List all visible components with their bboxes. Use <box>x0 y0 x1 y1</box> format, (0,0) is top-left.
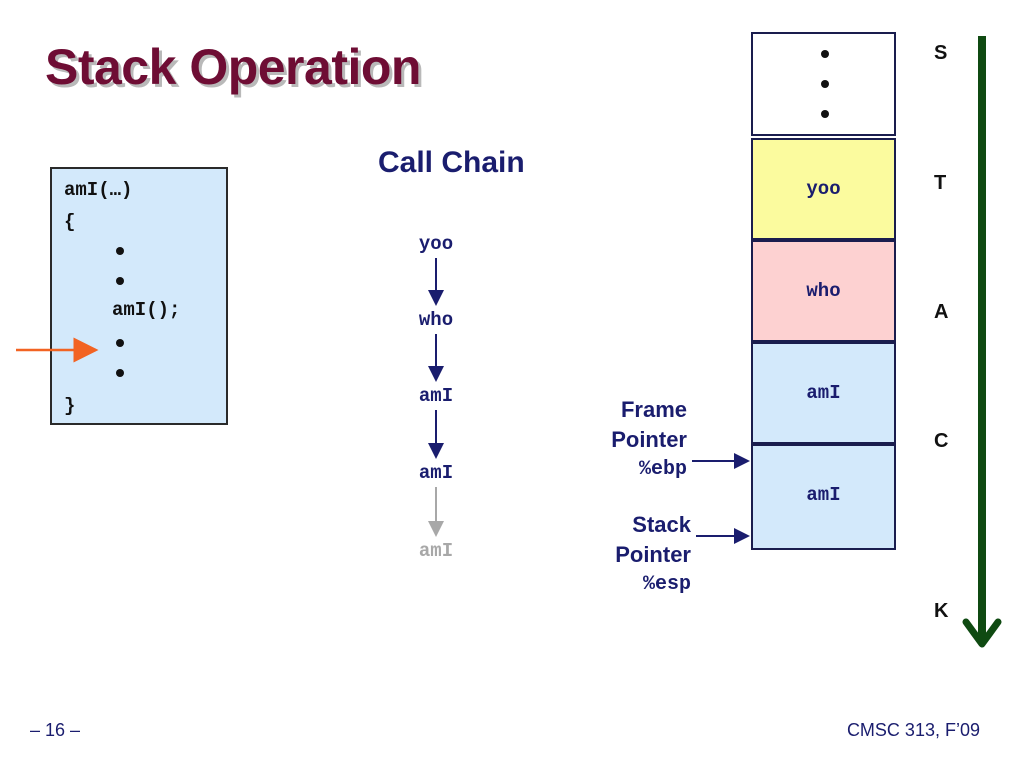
stack-ellipsis-bullet <box>821 80 829 88</box>
stack-pointer-label: Stack Pointer %esp <box>560 510 691 600</box>
call-chain-item-ami: amI <box>418 462 454 484</box>
code-ellipsis-bullet <box>116 369 124 377</box>
stack-cell-ami-frame: amI <box>751 342 896 444</box>
call-chain-item-yoo: yoo <box>418 233 454 255</box>
stack-letter-s: S <box>934 42 948 64</box>
stack-letter-a: A <box>934 301 949 323</box>
frame-pointer-register: %ebp <box>638 458 687 481</box>
call-chain-item-ami: amI <box>418 385 454 407</box>
stack-pointer-register: %esp <box>642 573 691 596</box>
stack-ellipsis-bullet <box>821 110 829 118</box>
code-ellipsis-bullet <box>116 339 124 347</box>
call-chain-item-who: who <box>418 309 454 331</box>
stack-pointer-line2: Pointer <box>615 542 691 567</box>
code-line-function-header: amI(…) <box>64 179 133 201</box>
code-ellipsis-bullet <box>116 277 124 285</box>
frame-pointer-label: Frame Pointer %ebp <box>560 395 687 485</box>
stack-cell-yoo: yoo <box>751 138 896 240</box>
stack-letter-t: T <box>934 172 947 194</box>
code-line-open-brace: { <box>64 211 76 233</box>
slide-title: Stack Operation <box>45 39 421 95</box>
stack-ellipsis-bullet <box>821 50 829 58</box>
stack-cell-ami-top: amI <box>751 444 896 550</box>
stack-cell-who: who <box>751 240 896 342</box>
code-line-close-brace: } <box>64 395 76 417</box>
stack-letter-k: K <box>934 600 949 622</box>
call-chain-item-ami-faded: amI <box>418 540 454 562</box>
code-box: amI(…) { amI(); } <box>50 167 228 425</box>
stack-cell-ellipsis <box>751 32 896 136</box>
code-line-recursive-call: amI(); <box>112 299 181 321</box>
frame-pointer-line1: Frame <box>620 397 687 422</box>
frame-pointer-line2: Pointer <box>611 427 687 452</box>
stack-letter-c: C <box>934 430 949 452</box>
course-label: CMSC 313, F’09 <box>846 720 980 740</box>
code-ellipsis-bullet <box>116 247 124 255</box>
call-chain-title: Call Chain <box>378 146 525 179</box>
stack-growth-arrowhead <box>962 618 1002 648</box>
stack-pointer-line1: Stack <box>632 512 691 537</box>
page-number: – 16 – <box>30 720 81 740</box>
